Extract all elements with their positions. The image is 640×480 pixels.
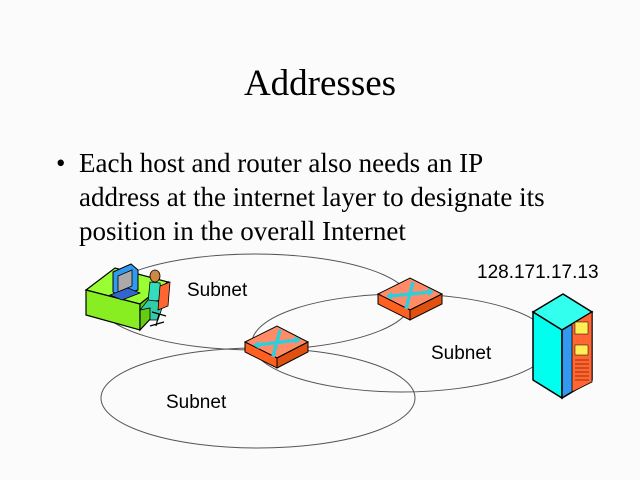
router-icon	[243, 325, 310, 369]
subnet-label: Subnet	[166, 392, 227, 413]
server-ip-address: 128.171.17.13	[477, 262, 599, 283]
subnet-label: Subnet	[187, 280, 248, 301]
server-tower-icon	[531, 293, 594, 400]
bullet-line: Each host and router also needs an IP	[79, 148, 484, 178]
bullet-text: Each host and router also needs an IP ad…	[79, 146, 619, 248]
subnet-label: Subnet	[431, 343, 492, 364]
slide-title: Addresses	[243, 63, 397, 104]
bullet-line: position in the overall Internet	[79, 216, 406, 246]
person-at-computer-icon	[84, 263, 171, 332]
bullet-line: address at the internet layer to designa…	[79, 182, 545, 212]
subnet-ellipse-bottom	[100, 347, 416, 449]
router-icon	[376, 277, 444, 321]
bullet-marker: •	[56, 148, 66, 178]
